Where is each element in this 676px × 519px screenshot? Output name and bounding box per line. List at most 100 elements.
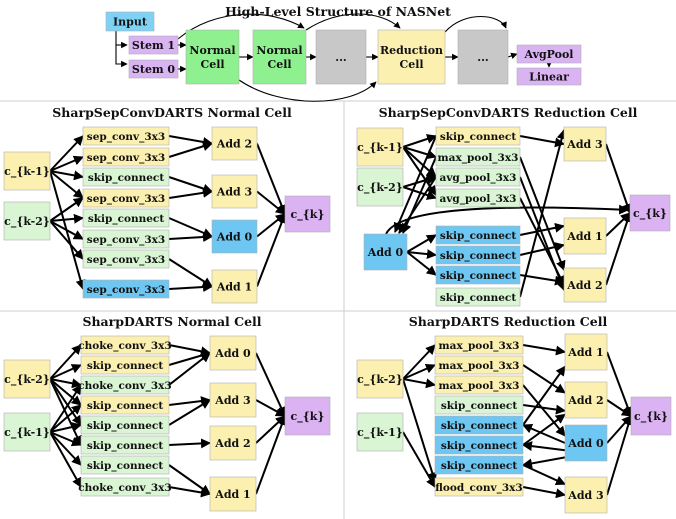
ssc_reduction-input-a-shape bbox=[356, 127, 404, 167]
ssc_normal-add-0-label: Add 2 bbox=[216, 138, 252, 151]
ssc_reduction-add-0: Add 3 bbox=[563, 126, 607, 162]
edge-arrow bbox=[519, 156, 566, 271]
normal-cell-b-label: Normal bbox=[256, 44, 302, 57]
sd_reduction-op-7-shape bbox=[434, 477, 524, 497]
edge-arrow bbox=[49, 220, 84, 240]
edge-arrow bbox=[522, 486, 566, 499]
edge-arrow bbox=[115, 31, 128, 68]
sd_normal-op-6-shape bbox=[80, 455, 170, 475]
input-node-label: Input bbox=[113, 16, 148, 29]
edge-arrow bbox=[238, 79, 377, 102]
sd_reduction-op-1-label: max_pool_3x3 bbox=[439, 360, 520, 373]
normal-cell-a-label: Normal bbox=[189, 44, 235, 57]
ssc_reduction-add-3-shape bbox=[563, 267, 607, 303]
edge-arrow bbox=[305, 13, 401, 31]
sd_normal-add-2: Add 2 bbox=[209, 425, 257, 461]
edge-arrow bbox=[168, 438, 211, 449]
ssc_reduction-op-1-label: max_pool_3x3 bbox=[438, 152, 519, 165]
edge-arrow bbox=[256, 143, 287, 215]
ssc_reduction-op-5-label: skip_connect bbox=[440, 250, 517, 263]
sd_reduction-op-3-label: skip_connect bbox=[441, 400, 518, 413]
sd_normal-output: c_{k} bbox=[284, 396, 331, 436]
edge-arrow bbox=[168, 344, 211, 357]
ssc_normal-input-a: c_{k-1} bbox=[3, 151, 51, 191]
stem-0-node: Stem 0 bbox=[128, 59, 179, 79]
edge-arrow bbox=[255, 415, 287, 495]
sd-reduction-title: SharpDARTS Reduction Cell bbox=[409, 314, 608, 329]
sd_normal-op-4: skip_connect bbox=[80, 415, 170, 435]
edge-arrow bbox=[402, 146, 437, 160]
edge-arrow bbox=[402, 146, 437, 196]
edge-arrow bbox=[49, 170, 84, 181]
edge-arrow bbox=[401, 156, 437, 234]
edges-layer bbox=[49, 13, 634, 499]
edge-arrow bbox=[522, 456, 566, 469]
input-node-shape bbox=[105, 11, 155, 32]
edge-arrow bbox=[168, 352, 211, 386]
edge-arrow bbox=[519, 222, 565, 236]
sd_normal-add-1-label: Add 3 bbox=[214, 394, 250, 407]
edge-arrow bbox=[385, 204, 629, 235]
sd_normal-input-b: c_{k-1} bbox=[3, 412, 51, 452]
sd_reduction-op-0-label: max_pool_3x3 bbox=[439, 340, 520, 353]
edge-arrow bbox=[49, 378, 82, 446]
ssc_normal-op-4-shape bbox=[82, 208, 170, 228]
normal-cell-b-label: Cell bbox=[267, 58, 291, 71]
sd_normal-op-5: skip_connect bbox=[80, 435, 170, 455]
sd_normal-op-5-shape bbox=[80, 435, 170, 455]
edge-arrow bbox=[393, 135, 437, 233]
sd_reduction-input-a-shape bbox=[356, 359, 404, 399]
ssc_reduction-output-shape bbox=[629, 194, 671, 232]
sd_reduction-op-4-label: skip_connect bbox=[441, 420, 518, 433]
edge-arrow bbox=[255, 399, 286, 417]
stem-0-node-shape bbox=[128, 59, 179, 79]
stem-1-node-shape bbox=[128, 35, 179, 55]
edge-arrow bbox=[255, 352, 286, 417]
ssc_reduction-op-3-label: avg_pool_3x3 bbox=[440, 193, 517, 206]
sd_normal-input-a-shape bbox=[3, 359, 51, 399]
ssc_normal-op-0-label: sep_conv_3x3 bbox=[87, 131, 165, 144]
ssc_normal-op-1-shape bbox=[82, 147, 170, 167]
edge-arrow bbox=[522, 423, 566, 444]
linear-node-shape bbox=[516, 67, 582, 86]
edge-arrow bbox=[49, 364, 82, 380]
ssc_normal-op-2-label: skip_connect bbox=[88, 172, 165, 185]
sd_normal-op-7-label: choke_conv_3x3 bbox=[78, 482, 172, 495]
sd_reduction-add-2-label: Add 0 bbox=[567, 437, 604, 450]
ssc_normal-output: c_{k} bbox=[284, 195, 331, 233]
edge-arrow bbox=[444, 16, 507, 33]
ssc_reduction-add-0-shape bbox=[563, 126, 607, 162]
sd_normal-op-7-shape bbox=[80, 477, 170, 497]
sd_normal-op-7: choke_conv_3x3 bbox=[78, 477, 172, 497]
ssc_reduction-op-5: skip_connect bbox=[435, 245, 521, 265]
ssc_normal-add-3-shape bbox=[211, 269, 258, 304]
ssc_normal-op-7-shape bbox=[82, 279, 170, 299]
ssc_normal-op-2: skip_connect bbox=[82, 167, 170, 187]
sd_normal-op-2-label: choke_conv_3x3 bbox=[78, 380, 172, 393]
edge-arrow bbox=[606, 415, 634, 496]
normal-cell-b-shape bbox=[252, 29, 307, 85]
edge-arrow bbox=[49, 220, 84, 260]
ssc_reduction-op-2-label: avg_pool_3x3 bbox=[440, 172, 517, 185]
ssc_normal-input-b: c_{k-2} bbox=[3, 201, 51, 241]
ssc_normal-op-5: sep_conv_3x3 bbox=[82, 229, 170, 249]
sd_normal-op-4-shape bbox=[80, 415, 170, 435]
sd_reduction-op-3: skip_connect bbox=[434, 395, 524, 415]
ssc_normal-add-0-shape bbox=[211, 126, 258, 161]
sd_reduction-op-2: max_pool_3x3 bbox=[434, 375, 524, 395]
edge-arrow bbox=[168, 176, 213, 194]
normal-cell-a-label: Cell bbox=[200, 58, 224, 71]
sd_normal-op-6-label: skip_connect bbox=[87, 460, 164, 473]
ssc-normal-title: SharpSepConvDARTS Normal Cell bbox=[52, 105, 292, 120]
edge-arrow bbox=[49, 431, 82, 447]
ssc_normal-op-5-shape bbox=[82, 229, 170, 249]
edge-arrow bbox=[522, 365, 566, 426]
ssc_reduction-op-7-label: skip_connect bbox=[440, 292, 517, 305]
ssc_normal-input-b-label: c_{k-2} bbox=[4, 215, 50, 229]
ssc_normal-input-a-shape bbox=[3, 151, 51, 191]
sd_normal-output-shape bbox=[284, 396, 331, 436]
sd_reduction-op-7-label: flood_conv_3x3 bbox=[435, 482, 523, 495]
